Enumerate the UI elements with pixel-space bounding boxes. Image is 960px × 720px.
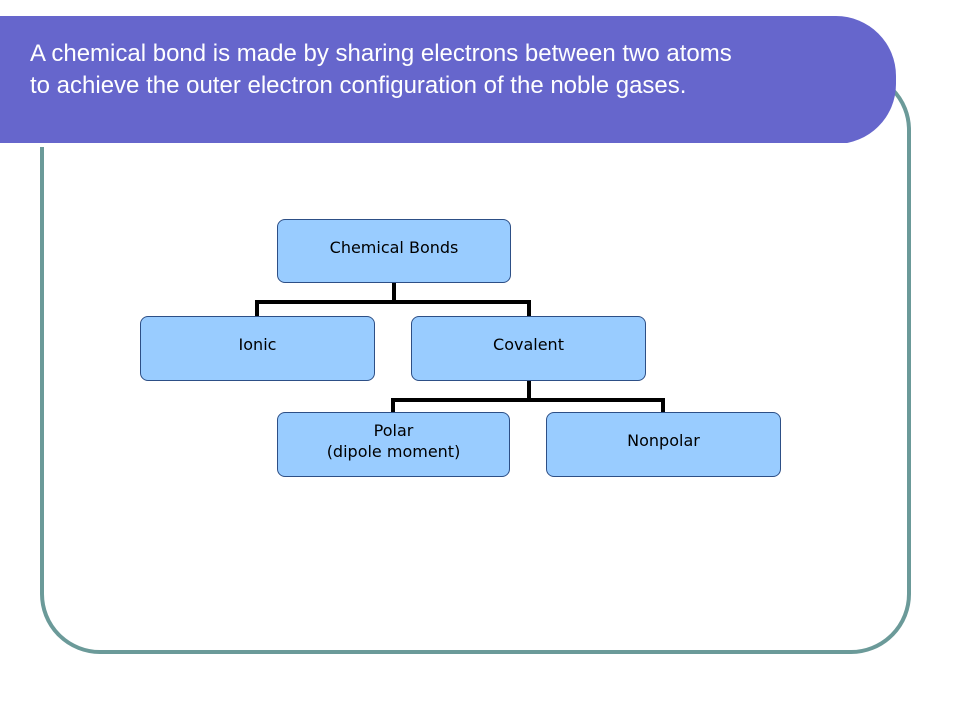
slide-title-line-2: to achieve the outer electron configurat… bbox=[30, 72, 687, 99]
node-polar-label-line-2: (dipole moment) bbox=[326, 441, 461, 461]
node-polar: Polar (dipole moment) bbox=[277, 412, 510, 477]
node-covalent: Covalent bbox=[411, 316, 646, 381]
node-ionic: Ionic bbox=[140, 316, 375, 381]
node-polar-label-line-1: Polar bbox=[373, 420, 414, 440]
node-covalent-label: Covalent bbox=[493, 335, 564, 354]
title-underline bbox=[0, 143, 848, 147]
slide-title-line-1: A chemical bond is made by sharing elect… bbox=[30, 40, 732, 67]
node-chemical-bonds: Chemical Bonds bbox=[277, 219, 511, 283]
node-ionic-label: Ionic bbox=[238, 335, 277, 354]
node-nonpolar: Nonpolar bbox=[546, 412, 781, 477]
title-band bbox=[0, 16, 896, 147]
node-chemical-bonds-label: Chemical Bonds bbox=[329, 237, 459, 257]
slide-title: A chemical bond is made by sharing elect… bbox=[30, 38, 880, 102]
node-nonpolar-label: Nonpolar bbox=[627, 431, 700, 450]
